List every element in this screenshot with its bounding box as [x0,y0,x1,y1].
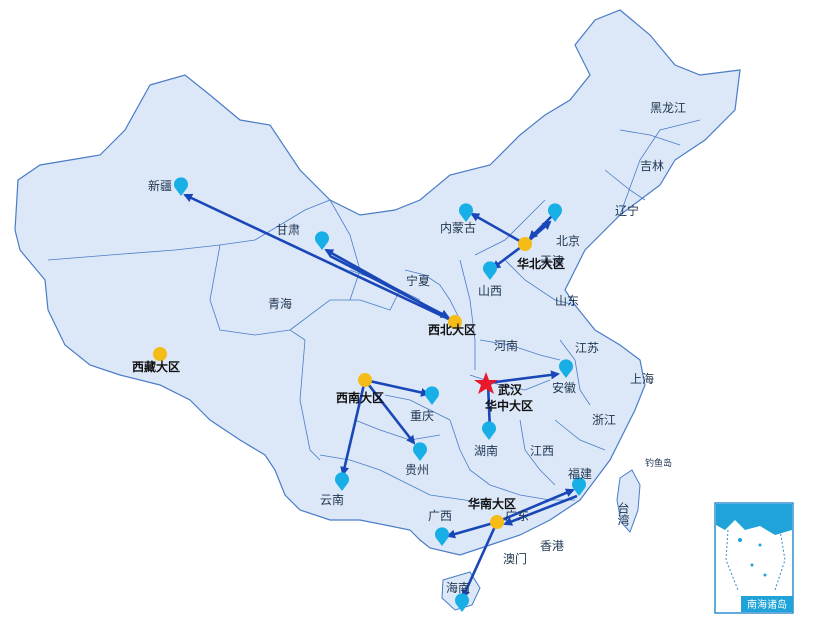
label-heilongjiang: 黑龙江 [650,101,686,115]
label-jilin: 吉林 [640,159,664,173]
pin-icon-xinjiang [173,177,188,196]
hub-icon-xinan [358,373,372,387]
label-hainan: 海南 [446,580,470,595]
hub-icon-huanan [490,515,504,529]
pin-icon-chongqing [425,386,439,405]
region-label-huazhong: 华中大区 [485,398,533,413]
hub-icon-huabei [518,237,532,251]
pin-icon-anhui [559,359,573,378]
label-yunnan: 云南 [320,492,344,507]
route-xinan-yunnan [340,379,367,476]
province-borders [47,119,701,506]
pin-icon-guangxi [435,527,450,546]
label-qinghai: 青海 [268,296,292,311]
label-tianjin: 天津 [540,254,564,268]
pin-icon-neimenggu [458,203,473,222]
label-neimenggu: 内蒙古 [440,220,476,235]
route-huabei-neimenggu [470,212,526,246]
label-macao: 澳门 [503,551,527,566]
route-huanan-fujian [496,488,575,524]
region-label-xizang: 西藏大区 [132,359,180,374]
inset-coast [716,504,792,535]
region-label-xinan: 西南大区 [336,390,384,405]
label-henan: 河南 [494,338,518,353]
hub-markers [153,237,532,529]
region-label-huanan: 华南大区 [468,496,516,511]
label-guangdong: 广东 [505,509,529,523]
origin-star-icon [474,372,498,394]
label-diaoyudao: 钓鱼岛 [645,457,672,469]
inset-caption: 南海诸岛 [747,598,787,611]
china-outline [14,9,741,556]
label-zhejiang: 浙江 [592,413,616,427]
route-xibei-xinjiang [183,193,456,324]
route-xinan-guizhou [363,379,416,445]
label-shanxi: 山西 [478,284,502,298]
taiwan-island [616,469,641,533]
route-beijing-huabei [528,214,554,240]
label-fujian: 福建 [568,466,592,481]
pin-icon-fujian [572,477,587,496]
label-gansu: 甘肃 [276,223,300,237]
label-xinjiang: 新疆 [148,178,172,193]
pin-icon-gansu [315,231,330,250]
region-label-huabei: 华北大区 [517,256,565,271]
route-xinan-chongqing [364,378,430,397]
pin-icon-shanxi [482,261,497,280]
inset-caption-bg [741,596,793,612]
route-gansu-xibei [329,254,450,319]
route-huanan-guangxi [446,520,498,539]
label-guizhou: 贵州 [405,463,429,477]
hub-icon-xibei [448,315,462,329]
route-wuhan-anhui [487,370,560,385]
label-shanghai: 上海 [630,371,654,386]
region-label-xibei: 西北大区 [428,322,476,337]
route-fujian-huanan [503,494,578,526]
label-beijing: 北京 [556,234,580,248]
label-chongqing: 重庆 [410,409,434,423]
label-hongkong: 香港 [540,539,564,553]
pin-icon-hunan [482,421,496,440]
label-jiangsu: 江苏 [575,341,599,355]
label-hunan: 湖南 [474,443,498,458]
route-huanan-hainan [461,521,499,599]
city-pins [173,177,587,612]
pin-icon-beijing [548,203,562,222]
label-jiangxi: 江西 [530,444,554,458]
label-shandong: 山东 [555,294,579,308]
pin-icon-yunnan [335,472,350,491]
label-liaoning: 辽宁 [615,203,639,218]
label-taiwan: 台湾 [616,501,630,527]
label-anhui: 安徽 [552,380,576,395]
hub-icon-xizang [153,347,167,361]
label-ningxia: 宁夏 [406,273,430,288]
city-label-wuhan: 武汉 [498,382,523,397]
south-china-sea-inset: 南海诸岛 [714,502,794,614]
pin-icon-guizhou [413,442,428,461]
pin-icon-hainan [454,593,469,612]
label-guangxi: 广西 [428,509,452,523]
